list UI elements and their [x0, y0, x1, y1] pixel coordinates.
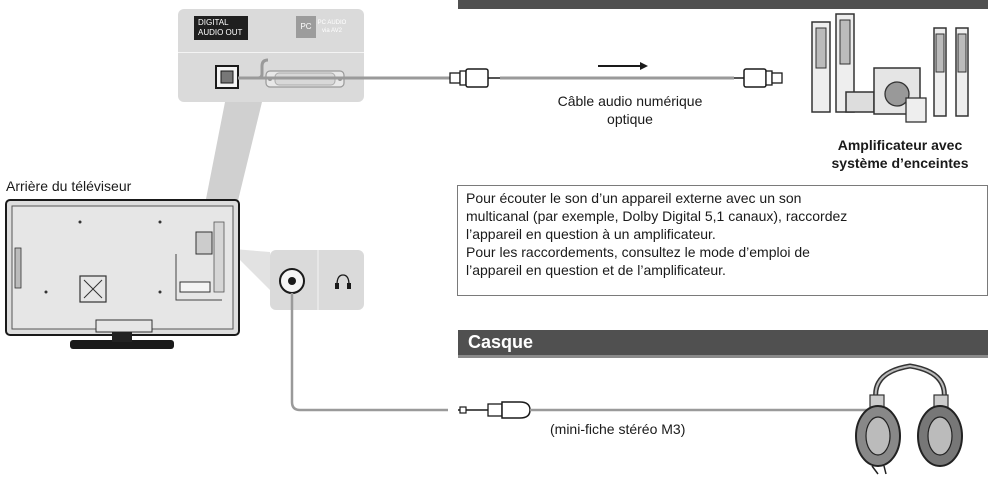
tv-back-icon	[5, 199, 240, 349]
mini-jack-plug-icon	[458, 401, 531, 419]
amplifier-label-line2: système d’enceintes	[831, 155, 969, 171]
direction-arrow-icon	[598, 62, 648, 70]
info-line: l’appareil en question et de l’amplifica…	[466, 262, 726, 278]
amplifier-label: Amplificateur avec système d’enceintes	[812, 136, 988, 172]
mini-plug-label: (mini-fiche stéréo M3)	[550, 421, 686, 437]
info-line: multicanal (par exemple, Dolby Digital 5…	[466, 208, 848, 224]
speaker-system-icon	[811, 13, 969, 123]
amplifier-label-line1: Amplificateur avec	[837, 137, 963, 153]
optical-cable-stub	[238, 58, 269, 80]
section-header-bar-top	[458, 0, 988, 9]
optical-cable-label: Câble audio numérique optique	[530, 92, 730, 128]
optical-cable-label-line2: optique	[607, 111, 653, 127]
pc-label: PC	[296, 16, 316, 38]
headphone-panel	[270, 250, 364, 310]
optical-port-icon	[215, 65, 239, 89]
info-line: l’appareil en question à un amplificateu…	[466, 226, 716, 242]
panel-divider	[178, 52, 364, 53]
section-rule	[458, 355, 988, 358]
callout-wedge-jack	[196, 246, 270, 290]
optical-plug-icon	[449, 68, 500, 88]
optical-plug-right-icon	[734, 68, 783, 88]
headphone-cable-left	[290, 293, 448, 412]
optical-cable-label-line1: Câble audio numérique	[557, 93, 703, 109]
info-box: Pour écouter le son d’un appareil extern…	[457, 185, 988, 296]
headphones-icon	[855, 363, 963, 475]
digital-audio-out-label: DIGITAL AUDIO OUT	[194, 16, 248, 40]
pc-audio-label: PC AUDIO via AV2	[317, 20, 347, 34]
tv-back-label: Arrière du téléviseur	[6, 178, 132, 194]
info-line: Pour écouter le son d’un appareil extern…	[466, 190, 802, 206]
headphone-symbol-icon	[335, 274, 351, 289]
info-line: Pour les raccordements, consultez le mod…	[466, 244, 810, 260]
section-title-casque: Casque	[458, 330, 988, 355]
